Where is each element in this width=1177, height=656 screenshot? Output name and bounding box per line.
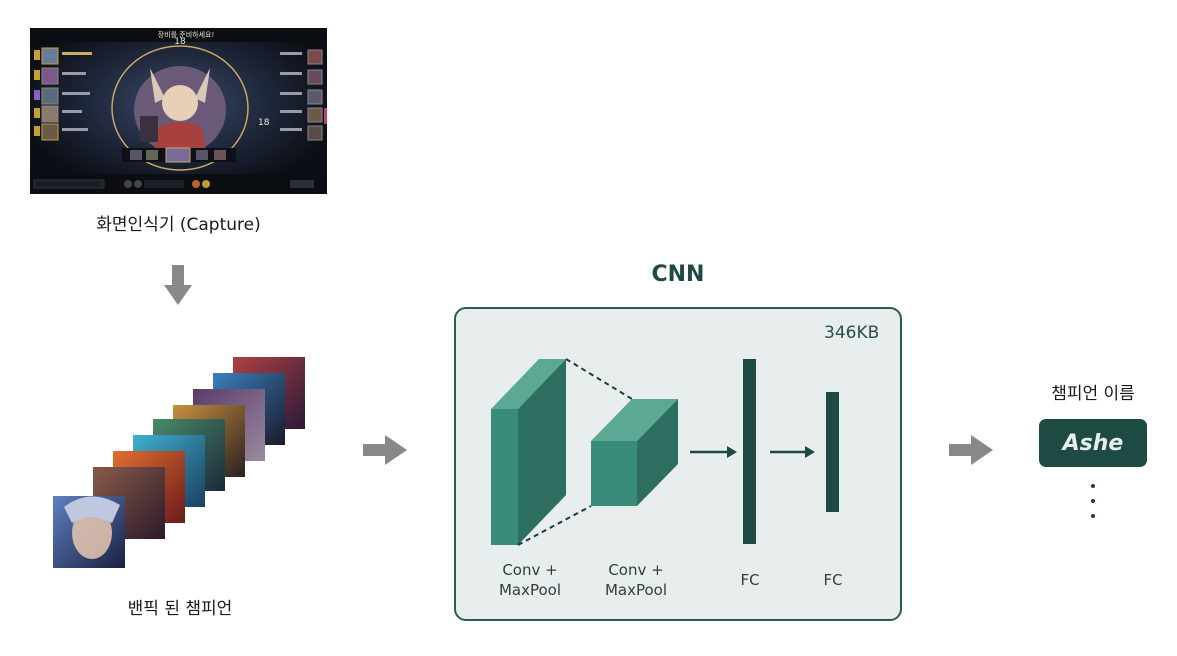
- down-arrow-icon: [164, 265, 192, 305]
- left-team-slots: [34, 47, 92, 141]
- right-arrow-icon: [363, 435, 407, 465]
- cnn-title: CNN: [651, 262, 705, 287]
- game-timer: 18: [174, 37, 186, 47]
- banned-label: 밴픽 된 챔피언: [127, 599, 233, 619]
- output-label: 챔피언 이름: [1051, 384, 1135, 404]
- game-center-count: 18: [258, 118, 270, 128]
- ellipsis-dot: [1091, 514, 1095, 518]
- game-screenshot-art: [30, 28, 327, 194]
- fc-layer-2: [826, 392, 839, 512]
- cnn-layers: [491, 358, 839, 546]
- fc2-label: FC: [823, 571, 843, 589]
- fc-layer-1: [743, 359, 756, 544]
- conv1-label-line1: Conv +: [502, 561, 558, 579]
- ellipsis-dot: [1091, 484, 1095, 488]
- ellipsis-dot: [1091, 499, 1095, 503]
- fc1-label: FC: [740, 571, 760, 589]
- conv1-label: Conv + MaxPool: [480, 560, 580, 600]
- game-banner: 장비를 준비하세요!: [157, 31, 215, 39]
- right-team-slots: [280, 49, 327, 141]
- conv-block-1: [491, 359, 566, 545]
- conv2-label-line1: Conv +: [608, 561, 664, 579]
- banned-champion-stack: [53, 357, 305, 568]
- conv2-label: Conv + MaxPool: [586, 560, 686, 600]
- conv1-label-line2: MaxPool: [498, 581, 562, 599]
- conv2-label-line2: MaxPool: [604, 581, 668, 599]
- game-screenshot: 장비를 준비하세요! 18 18: [30, 28, 327, 194]
- model-size: 346KB: [824, 323, 880, 343]
- right-arrow-icon-2: [949, 435, 993, 465]
- capture-label: 화면인식기 (Capture): [96, 215, 261, 235]
- output-champion-name: Ashe: [1039, 419, 1147, 467]
- conv-block-2: [591, 399, 678, 506]
